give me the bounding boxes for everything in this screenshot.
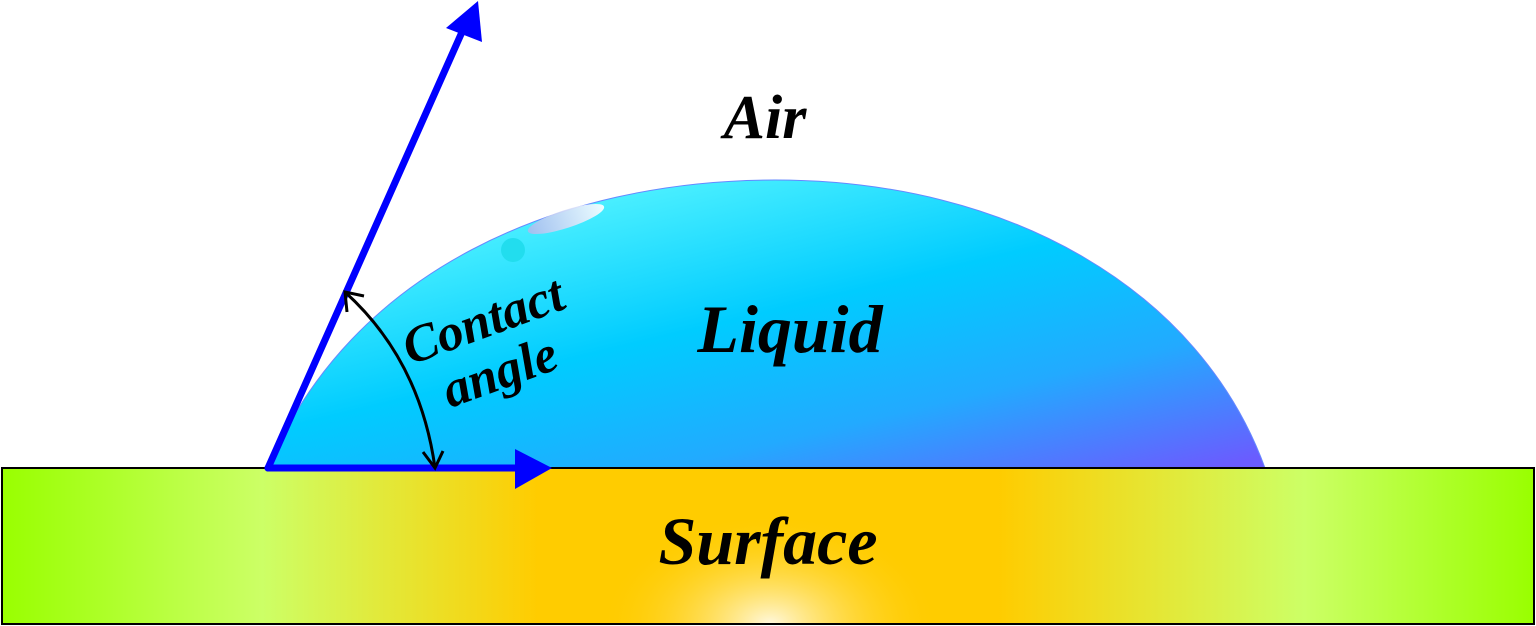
droplet-highlight — [527, 203, 605, 235]
surface-glow — [600, 514, 940, 623]
small-bubble — [501, 238, 525, 262]
liquid-label: Liquid — [696, 291, 883, 367]
tangent-arrow — [264, 28, 466, 472]
angle-arc — [343, 290, 437, 469]
baseline-arrowhead-icon — [515, 449, 552, 489]
air-label: Air — [720, 84, 808, 152]
surface-label: Surface — [658, 503, 877, 579]
tangent-arrowhead-icon — [446, 1, 482, 42]
arc-arrowhead-top-icon — [343, 290, 365, 313]
arc-arrowhead-bottom-icon — [421, 450, 445, 471]
